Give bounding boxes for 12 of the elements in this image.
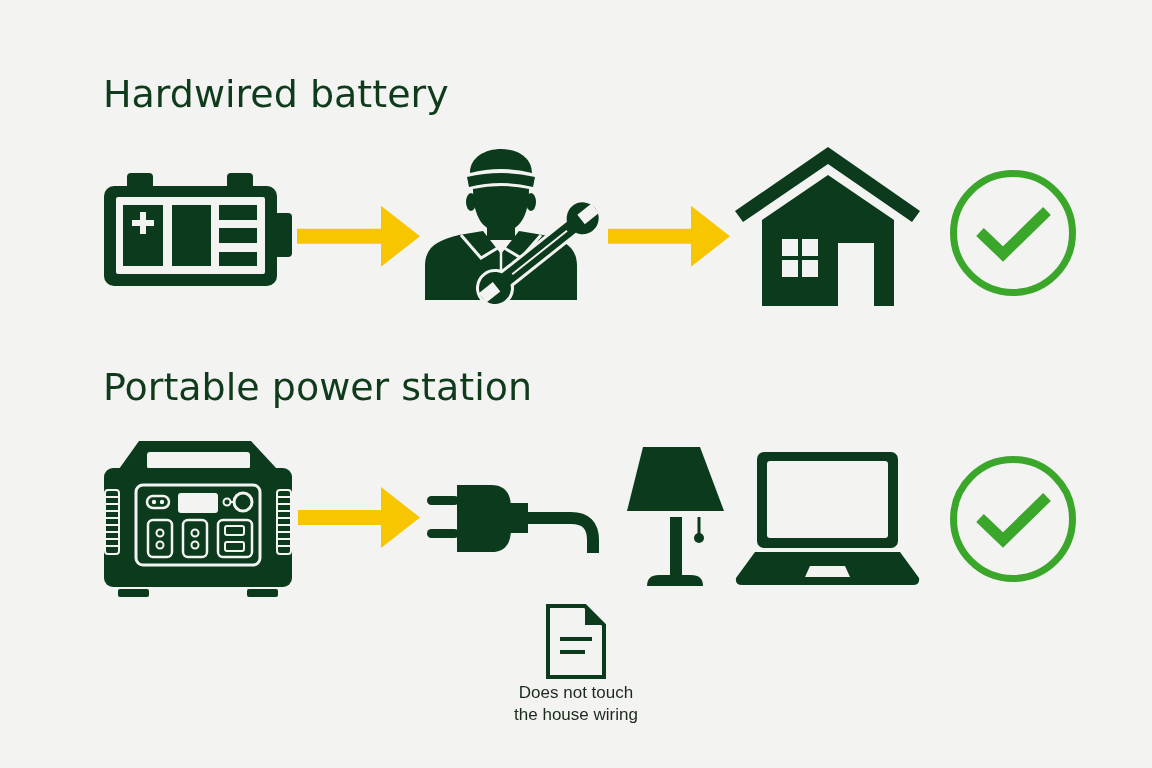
arrow [297,205,420,267]
arrow [608,205,730,267]
power-station-icon [103,440,293,597]
caption-text: Does not touch the house wiring [513,682,639,726]
plug-icon [425,484,601,553]
section-heading: Hardwired battery [103,72,449,116]
arrow [298,487,420,548]
laptop-icon [735,451,920,586]
battery-icon [104,173,292,286]
section-heading: Portable power station [103,365,533,409]
lamp-icon [627,447,725,587]
house-icon [735,147,920,306]
